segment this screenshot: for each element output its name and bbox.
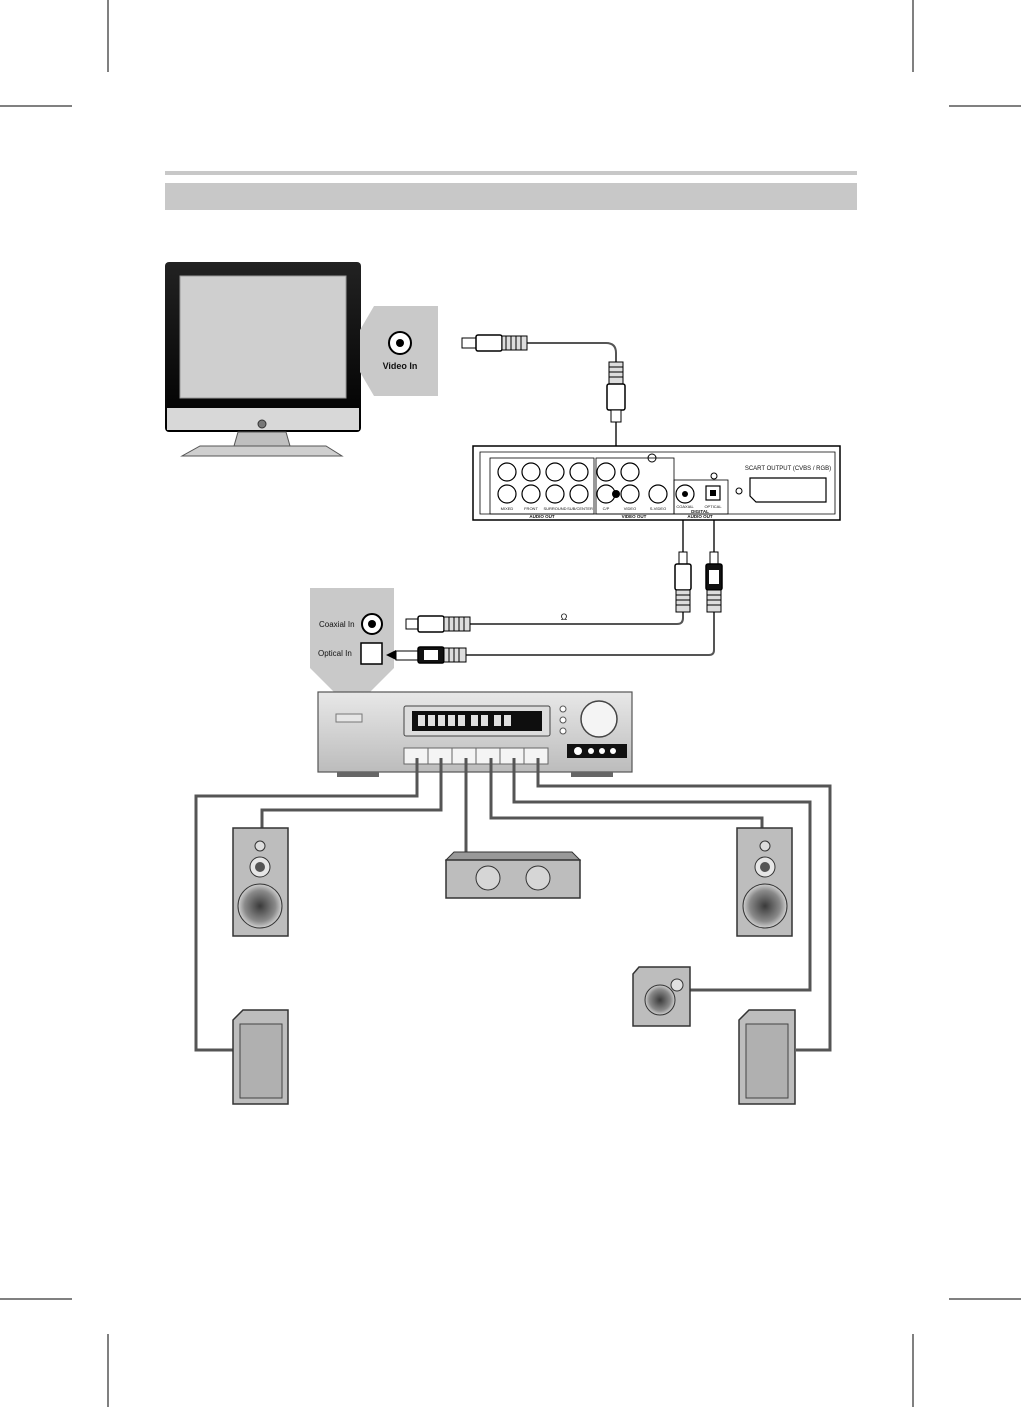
video-cable	[527, 342, 617, 362]
coaxial-plug-vertical	[674, 551, 692, 613]
audio-out-label: AUDIO OUT	[529, 514, 555, 519]
header-rule	[165, 171, 857, 175]
speaker-front-left	[232, 827, 289, 937]
receiver-volume-knob	[580, 700, 618, 738]
tv-video-in-callout: Video In	[360, 306, 438, 396]
speaker-center	[444, 851, 582, 899]
jack-label-coaxial: COAXIAL	[676, 504, 694, 509]
optical-in-label: Optical In	[318, 649, 352, 658]
tv-power-button	[257, 419, 267, 429]
television	[165, 262, 361, 457]
digital-audio-out-label-2: AUDIO OUT	[687, 514, 713, 519]
speaker-front-right	[736, 827, 793, 937]
coaxial-in-label: Coaxial In	[319, 620, 355, 629]
optical-cable-lower	[466, 612, 715, 656]
jack-label-cvp: C/P	[603, 506, 610, 511]
optical-plug-horizontal	[386, 646, 467, 664]
jack-label-mixed: MIXED	[501, 506, 514, 511]
coaxial-plug-horizontal	[405, 615, 471, 633]
wire-front-left	[260, 758, 443, 828]
optical-plug-vertical	[705, 551, 723, 613]
av-receiver	[317, 691, 633, 777]
receiver-input-callout: Coaxial In Optical In	[310, 588, 394, 692]
speaker-wires	[194, 758, 832, 1052]
speaker-rear-right	[738, 1009, 796, 1105]
coaxial-cable-lower	[470, 612, 684, 625]
tv-stand	[233, 431, 291, 447]
scart-label: SCART OUTPUT (CVBS / RGB)	[745, 466, 831, 472]
jack-label-subwoofer-center: SUB/CENTER	[567, 506, 593, 511]
ohm-symbol: Ω	[561, 612, 568, 622]
video-in-label: Video In	[383, 361, 418, 371]
audio-out-jacks	[497, 462, 589, 504]
video-rca-plug-horizontal	[461, 334, 528, 352]
jack-label-front: FRONT	[524, 506, 538, 511]
jack-label-svideo: S-VIDEO	[650, 506, 666, 511]
digital-audio-out-label-1: DIGITAL	[691, 509, 709, 514]
wire-subwoofer	[512, 758, 812, 992]
wire-rear-right	[536, 758, 832, 1052]
video-out-jacks	[596, 462, 668, 504]
scart-connector	[749, 477, 827, 503]
video-out-jack-connected	[612, 490, 620, 498]
video-out-label: VIDEO OUT	[622, 514, 647, 519]
jack-label-optical: OPTICAL	[704, 504, 722, 509]
tv-base	[180, 445, 344, 457]
tv-screen	[179, 275, 347, 399]
header-bar	[165, 183, 857, 210]
speaker-subwoofer	[632, 966, 691, 1027]
optical-in-jack	[360, 642, 383, 665]
video-rca-plug-vertical	[606, 361, 626, 423]
speaker-rear-left	[232, 1009, 289, 1105]
dvd-player-rear-panel: MIXED FRONT SURROUND SUB/CENTER AUDIO OU…	[472, 445, 841, 521]
wire-rear-left	[194, 758, 419, 1052]
tv-lower-panel	[167, 408, 359, 430]
jack-label-surround: SURROUND	[543, 506, 566, 511]
jack-label-video: VIDEO	[624, 506, 636, 511]
wire-front-right	[489, 758, 764, 828]
